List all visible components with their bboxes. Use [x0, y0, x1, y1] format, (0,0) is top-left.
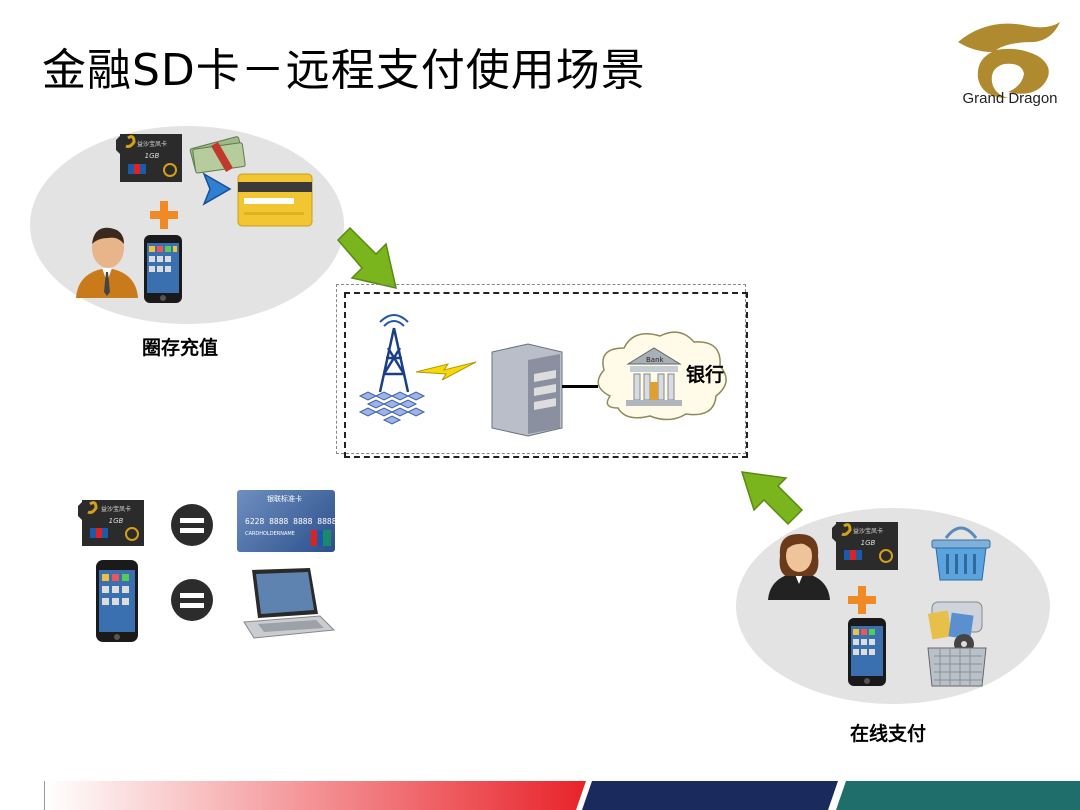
logo-text: Grand Dragon [950, 90, 1070, 107]
online-pay-label: 在线支付 [850, 719, 926, 746]
shopping-basket-icon [928, 518, 994, 584]
sd-card-icon: 益沙宝凤卡 1GB [78, 498, 148, 548]
bank-card-holder: CARDHOLDERNAME [245, 531, 295, 537]
arrow-down-right-icon [336, 226, 400, 292]
bank-card-number: 6228 8888 8888 8888 [245, 517, 337, 526]
smartphone-icon [142, 233, 184, 305]
unionpay-logo-icon [311, 528, 331, 548]
equals-icon [170, 578, 214, 622]
sd-card-brand: 益沙宝凤卡 [101, 505, 131, 513]
gold-credit-card-icon [236, 172, 314, 228]
slide-title: 金融SD卡－远程支付使用场景 [42, 34, 646, 98]
smartphone-icon [846, 616, 888, 688]
bank-building-text: Bank [646, 356, 665, 364]
sd-card-capacity: 1GB [109, 517, 124, 525]
plus-icon [148, 199, 180, 231]
chevron-right-icon [200, 170, 234, 208]
woman-avatar-icon [766, 530, 832, 600]
arrow-up-left-icon [740, 470, 804, 526]
equals-icon [170, 503, 214, 547]
topup-label: 圈存充值 [142, 333, 218, 360]
footer-color-bar [0, 781, 1080, 810]
businessman-avatar-icon [72, 222, 142, 298]
sd-card-brand: 益沙宝凤卡 [137, 140, 167, 148]
media-basket-icon [924, 600, 990, 690]
sd-card-capacity: 1GB [145, 152, 160, 160]
bank-card-title: 银联标准卡 [267, 494, 302, 504]
server-icon [488, 342, 566, 438]
sd-card-icon: 益沙宝凤卡 1GB [832, 520, 900, 572]
lightning-bolt-icon [414, 358, 478, 384]
plus-icon [846, 584, 878, 616]
unionpay-card: 银联标准卡 6228 8888 8888 8888 CARDHOLDERNAME [237, 490, 335, 552]
smartphone-icon [94, 558, 140, 646]
sd-card-icon: 益沙宝凤卡 1GB [116, 132, 186, 184]
sd-card-brand: 益沙宝凤卡 [853, 527, 883, 535]
bank-label: 银行 [686, 360, 724, 387]
laptop-icon [240, 566, 336, 642]
cash-icon [188, 130, 248, 174]
sd-card-capacity: 1GB [861, 539, 876, 547]
